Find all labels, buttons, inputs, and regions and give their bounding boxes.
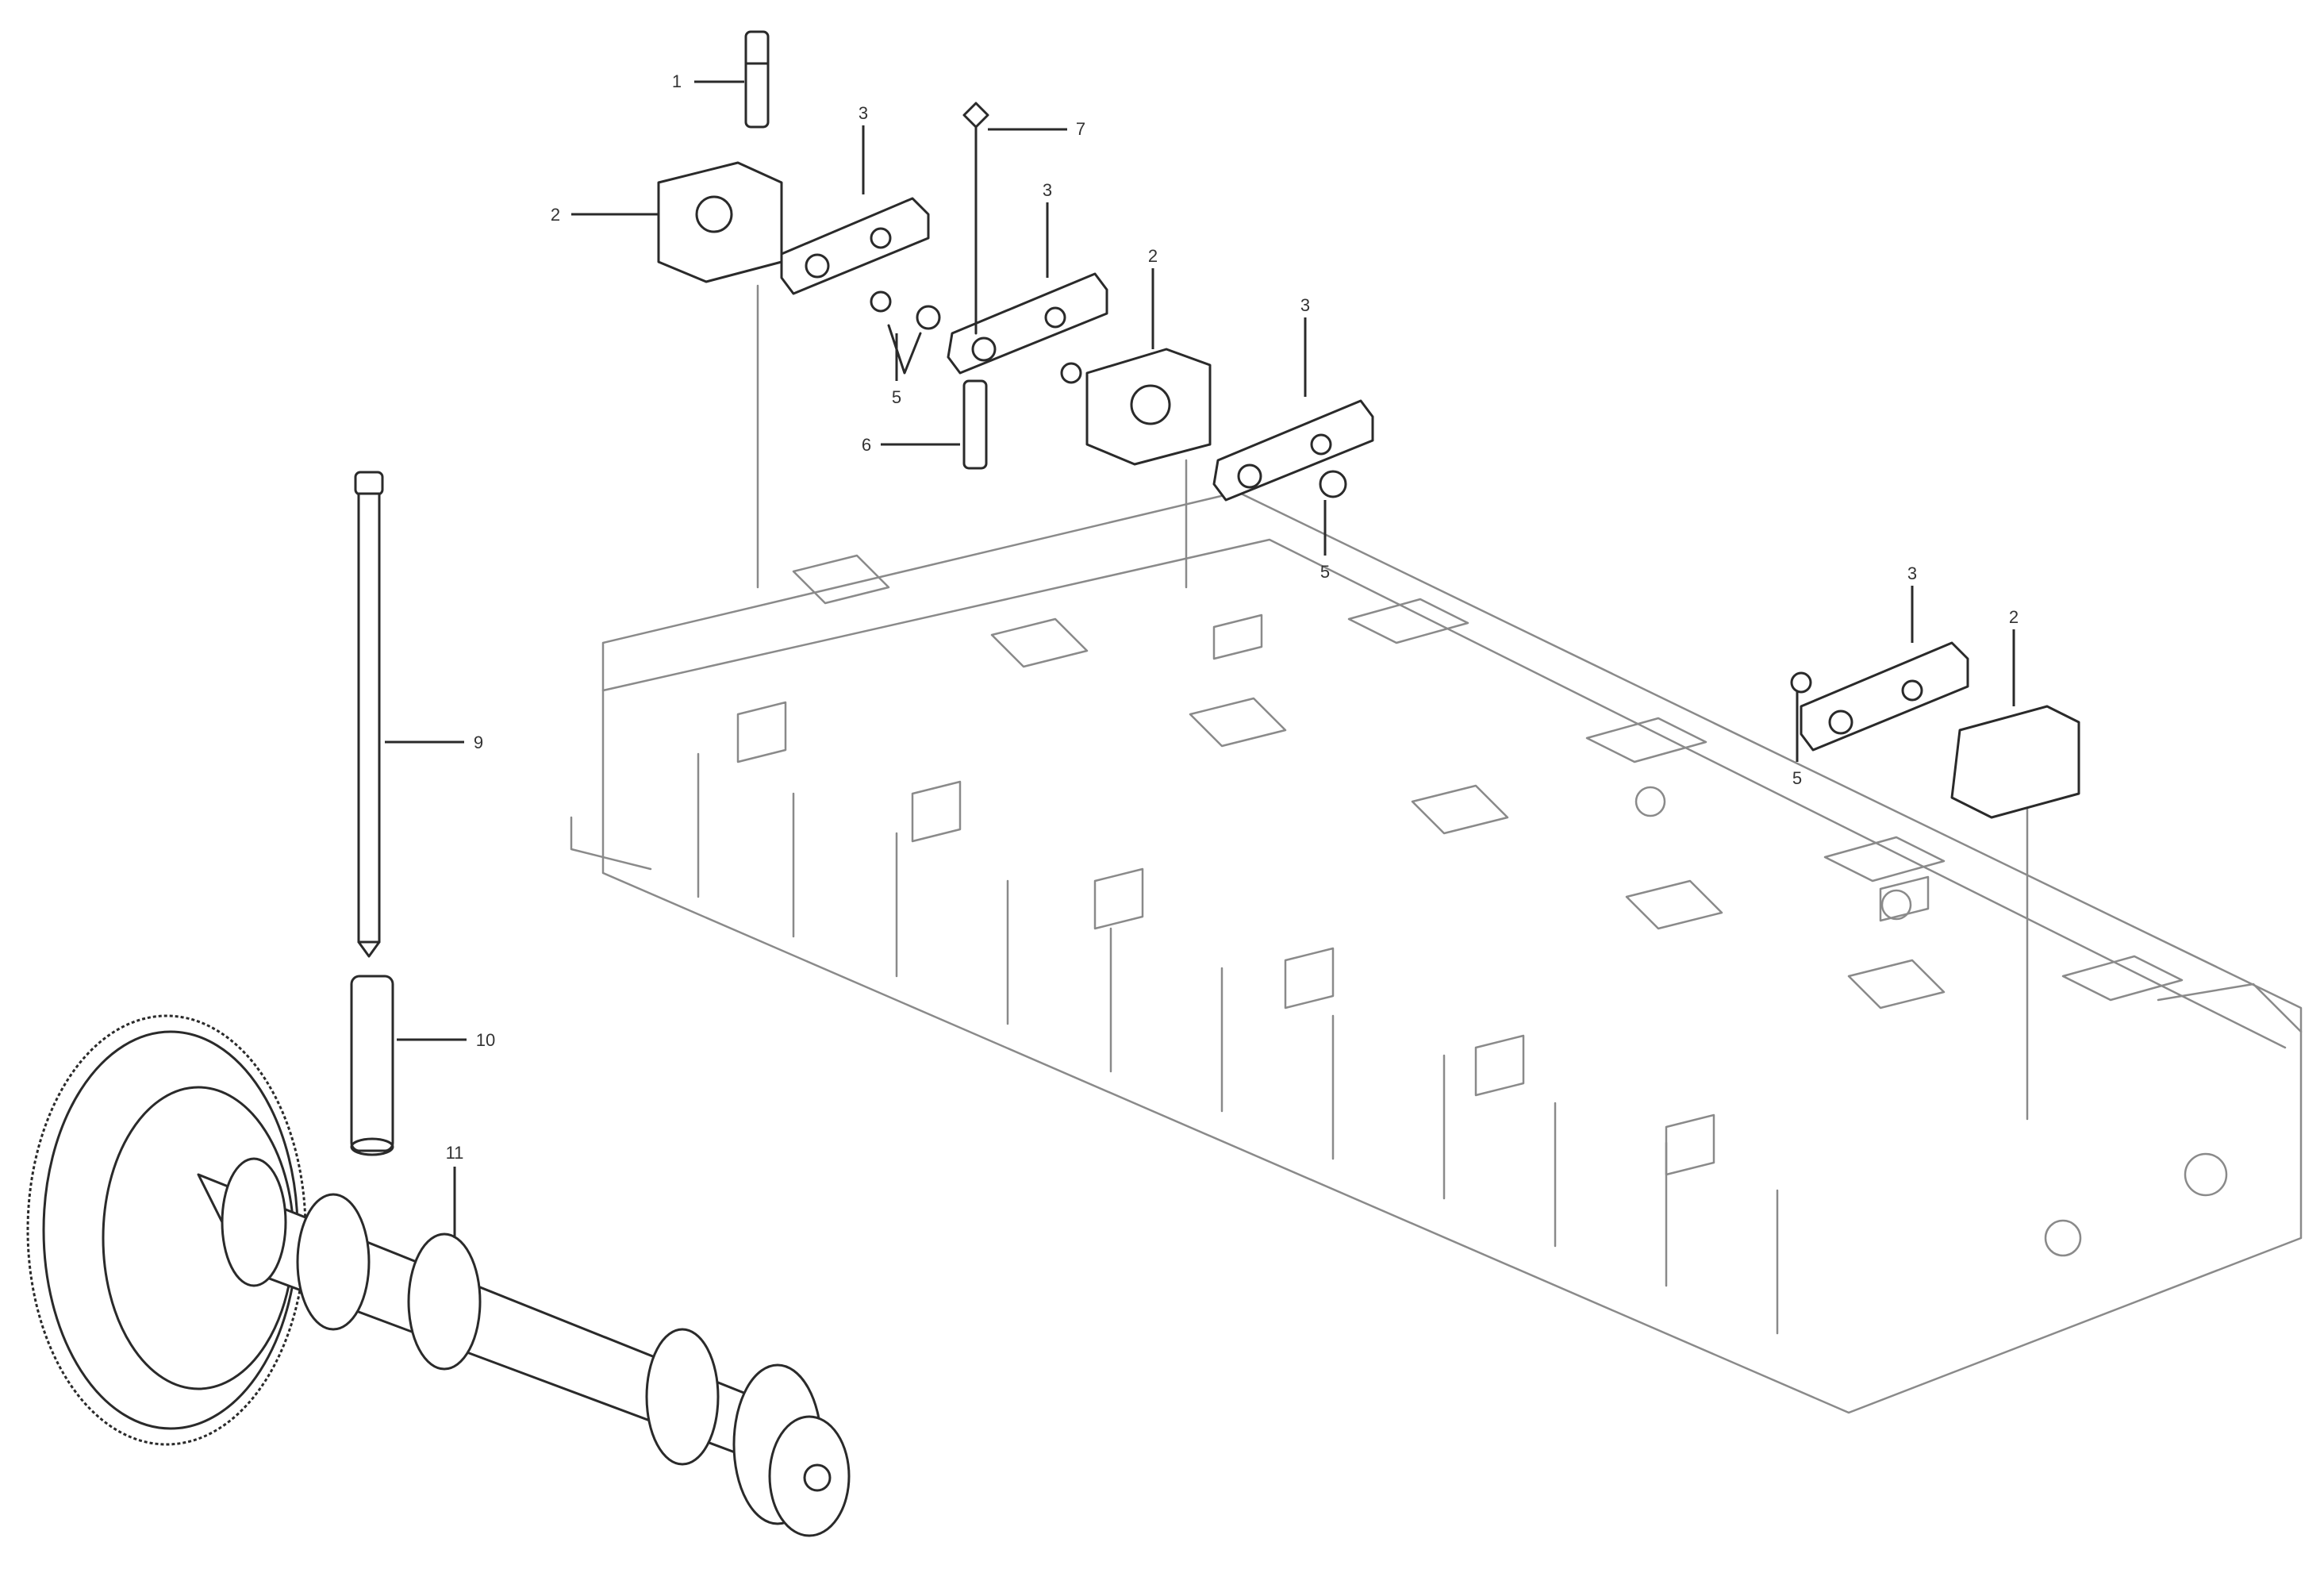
rocker-bracket-1 <box>657 161 783 283</box>
adjusting-screw-2 <box>962 379 988 470</box>
rocker-bracket-3 <box>1950 705 2080 819</box>
valve-tappet <box>350 975 394 1156</box>
alignment-guides <box>756 284 2029 1121</box>
cylinder-head-outline <box>570 490 2303 1414</box>
callout-3: 3 <box>859 103 868 123</box>
rocker-shaft-spacer <box>870 290 941 375</box>
callout-2: 2 <box>1148 246 1158 266</box>
callout-3: 3 <box>1300 295 1310 315</box>
rocker-arm-4 <box>1790 641 1969 752</box>
callout-10: 10 <box>476 1030 495 1050</box>
rocker-arm-3 <box>1212 399 1374 502</box>
rocker-bracket-2 <box>1060 348 1212 466</box>
callout-5: 5 <box>1320 562 1330 582</box>
pushrod <box>354 471 384 958</box>
rocker-arm-2 <box>947 272 1108 375</box>
callout-5: 5 <box>892 387 901 407</box>
callout-6: 6 <box>862 435 871 455</box>
callout-3: 3 <box>1043 180 1052 200</box>
callout-7: 7 <box>1076 119 1085 139</box>
callout-11: 11 <box>446 1143 464 1163</box>
adjusting-screw-1 <box>744 30 770 129</box>
callout-3: 3 <box>1907 563 1917 583</box>
callout-1: 1 <box>672 71 682 91</box>
callout-2: 2 <box>2009 607 2019 627</box>
callout-labels: 1 2 3 3 3 3 2 2 5 6 7 5 5 9 10 11 <box>446 71 2019 1163</box>
callout-5: 5 <box>1792 768 1802 788</box>
camshaft <box>197 1157 851 1537</box>
callout-2: 2 <box>551 205 560 225</box>
rocker-arm-1 <box>780 197 930 295</box>
pushrod-screw-top <box>962 102 989 335</box>
callout-9: 9 <box>474 733 483 752</box>
leader-lines <box>385 80 2015 1238</box>
